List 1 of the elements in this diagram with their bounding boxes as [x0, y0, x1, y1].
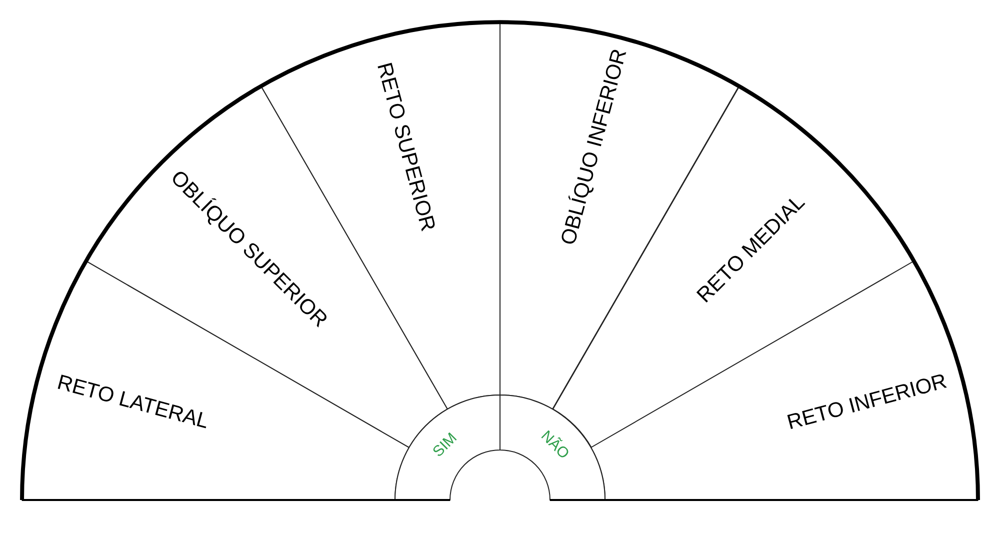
- answer-label: SIM: [430, 430, 460, 460]
